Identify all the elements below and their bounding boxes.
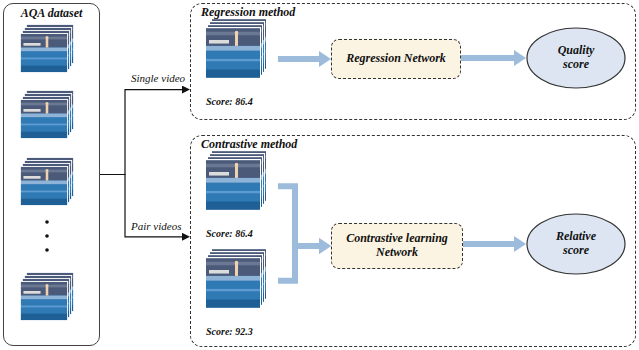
ellipsis-dots <box>45 220 49 252</box>
panel-title: Regression method <box>201 6 635 20</box>
video-clip: Score: 92.3 <box>204 249 278 337</box>
block-arrow <box>463 241 516 247</box>
block-arrow <box>278 186 321 246</box>
block-arrow <box>461 55 516 61</box>
method-region: Regression methodScore: 86.4 Regression N… <box>190 3 636 120</box>
block-arrow <box>278 246 321 281</box>
score-label: Score: 86.4 <box>204 228 278 240</box>
video-stack <box>205 248 267 309</box>
network-box: Contrastive learning Network <box>331 223 463 269</box>
edge-label: Pair videos <box>130 220 182 232</box>
node-label: Quality score <box>544 44 608 72</box>
network-box: Regression Network <box>331 39 461 79</box>
score-label: Score: 92.3 <box>204 326 278 338</box>
score-label: Score: 86.4 <box>204 96 278 108</box>
video-stack <box>20 157 74 206</box>
video-clip: Score: 86.4 <box>204 19 278 107</box>
panel-title: Contrastive method <box>201 138 635 152</box>
video-stack <box>20 272 74 321</box>
video-stack <box>205 18 267 79</box>
video-stack <box>20 24 74 73</box>
flow-arrow <box>100 175 184 237</box>
block-arrow <box>278 56 321 62</box>
node-label: Relative score <box>544 230 608 258</box>
flow-arrow <box>100 90 184 175</box>
score-ellipse: Quality score <box>526 27 626 89</box>
video-stack <box>205 150 267 211</box>
video-stack <box>20 90 74 139</box>
video-clip: Score: 86.4 <box>204 151 278 239</box>
node-label: Contrastive learning Network <box>340 232 454 260</box>
edge-label: Single video <box>130 72 186 84</box>
dataset-panel: AQA dataset <box>3 3 100 346</box>
method-region: Contrastive methodScore: 86.4Score: 92.3… <box>190 135 636 347</box>
panel-title: AQA dataset <box>4 7 99 21</box>
score-ellipse: Relative score <box>526 213 626 275</box>
node-label: Regression Network <box>346 52 446 66</box>
